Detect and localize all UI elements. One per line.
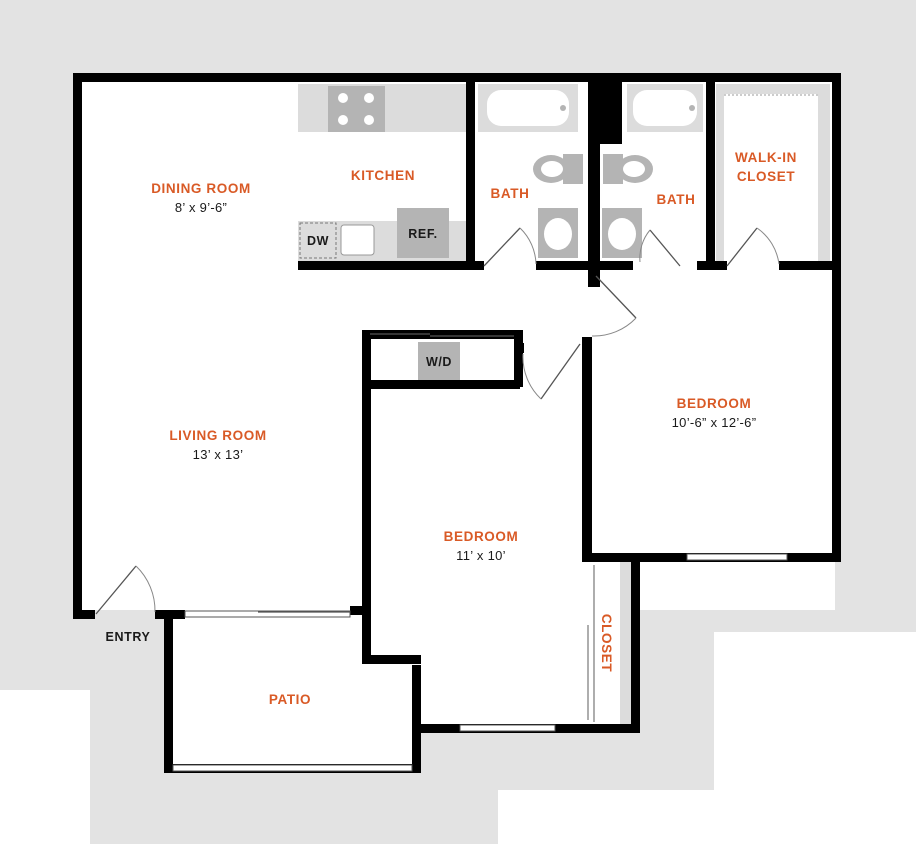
toilet-icon [603, 154, 623, 184]
bath1-label: BATH [491, 186, 530, 201]
closet-label: CLOSET [599, 614, 614, 673]
closet-shelving [418, 84, 830, 725]
bath2-fixtures [602, 84, 703, 258]
kitchen-sink [340, 224, 375, 256]
entry-label: ENTRY [106, 630, 151, 644]
dining-room-label: DINING ROOM [151, 181, 251, 196]
toilet-icon [563, 154, 583, 184]
bedroom2-label: BEDROOM [444, 529, 519, 544]
walk-in-closet-label-line2: CLOSET [737, 169, 796, 184]
washer-dryer [418, 342, 460, 380]
refrigerator [397, 208, 449, 258]
washer-dryer-label: W/D [426, 355, 452, 369]
walk-in-closet-label-line1: WALK-IN [735, 150, 797, 165]
patio-label: PATIO [269, 692, 311, 707]
kitchen-fixtures [298, 84, 466, 261]
bedroom2-size: 11’ x 10’ [456, 548, 506, 563]
living-room-size: 13’ x 13’ [193, 447, 244, 462]
living-room-label: LIVING ROOM [169, 428, 266, 443]
refrigerator-label: REF. [408, 227, 438, 241]
doors [95, 227, 780, 615]
bath2-label: BATH [657, 192, 696, 207]
kitchen-label: KITCHEN [351, 168, 415, 183]
dining-room-size: 8’ x 9’-6” [175, 200, 227, 215]
bedroom1-label: BEDROOM [677, 396, 752, 411]
windows [172, 553, 788, 772]
room-labels: DINING ROOM 8’ x 9’-6” KITCHEN BATH BATH… [106, 150, 797, 707]
dishwasher [299, 222, 337, 259]
fixture-labels: DW REF. W/D [307, 227, 452, 369]
bath1-fixtures [478, 84, 583, 258]
dishwasher-label: DW [307, 234, 329, 248]
bedroom1-size: 10’-6” x 12’-6” [672, 415, 757, 430]
stove [328, 86, 385, 132]
